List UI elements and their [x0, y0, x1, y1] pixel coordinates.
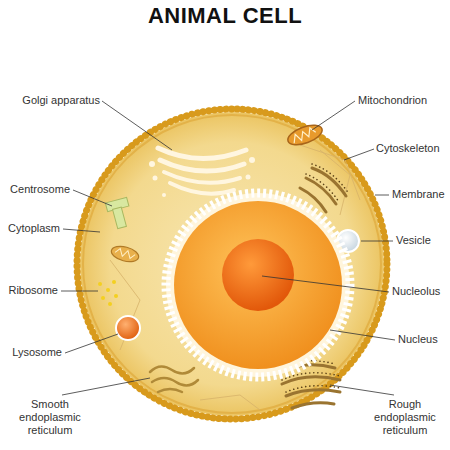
cytoskeleton-fibres	[110, 145, 360, 410]
diagram-title: ANIMAL CELL	[0, 3, 450, 29]
organelle-label: Centrosome	[10, 183, 70, 196]
organelle-label: Mitochondrion	[358, 94, 427, 107]
cytoplasm-fill	[80, 112, 384, 416]
smooth-er	[150, 366, 198, 392]
organelle-label: Smooth endoplasmic reticulum	[8, 398, 92, 437]
organelle-label: Golgi apparatus	[22, 94, 100, 107]
lysosome	[116, 316, 140, 340]
organelle-label: Ribosome	[8, 284, 58, 297]
ribosomes	[98, 280, 118, 306]
organelle-label: Vesicle	[396, 234, 431, 247]
nuclear-envelope	[166, 193, 350, 377]
organelle-label: Nucleus	[398, 333, 438, 346]
organelle-label: Rough endoplasmic reticulum	[364, 398, 446, 437]
centrosome	[105, 197, 129, 228]
structure-label: Cytoskeleton	[376, 142, 440, 155]
nucleus-body	[174, 201, 342, 369]
structure-label: Membrane	[392, 188, 445, 201]
region-label: Cytoplasm	[8, 222, 60, 235]
golgi-apparatus	[158, 148, 246, 194]
membrane-beads	[77, 109, 387, 419]
nucleolus	[222, 239, 294, 311]
organelle-label: Nucleolus	[392, 285, 440, 298]
organelle-label: Lysosome	[12, 346, 62, 359]
membrane-inner	[83, 115, 381, 413]
leader-lines	[61, 101, 395, 395]
